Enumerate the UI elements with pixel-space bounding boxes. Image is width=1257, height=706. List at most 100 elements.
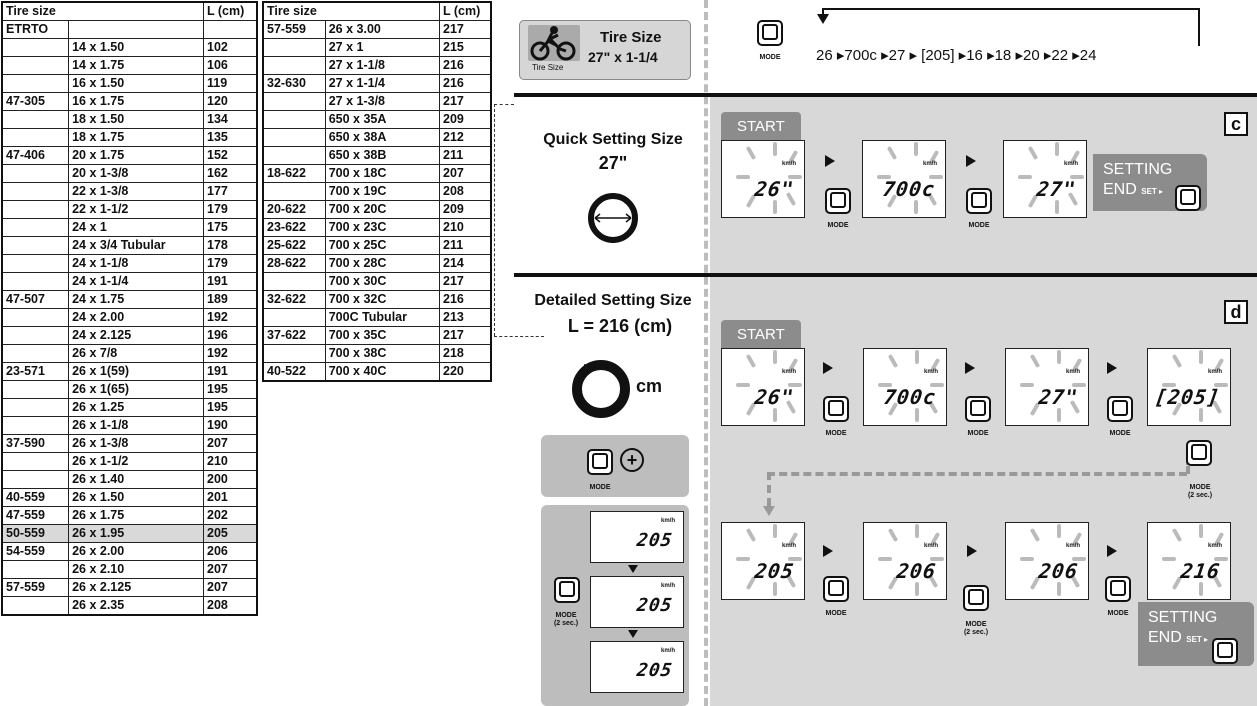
size-cell: 700 x 30C [324,272,441,291]
connector-detailed [494,336,544,337]
etrto-cell: 50-559 [1,524,70,543]
etrto-cell [262,92,326,111]
length-cell [203,20,258,39]
cyclist-icon [528,25,580,61]
length-cell: 217 [439,20,492,39]
mode-label: MODE [968,222,990,229]
blink-ray [1057,524,1061,538]
etrto-cell: 37-590 [1,434,70,453]
speed-unit: km/h [923,543,938,549]
tire-size-value: 27" x 1-1/4 [588,49,658,65]
blink-ray [878,557,892,561]
mode-label: MODE [759,54,781,61]
cm-label: cm [636,376,663,396]
length-cell: 191 [203,272,258,291]
blink-ray [788,557,802,561]
etrto-cell [262,344,326,363]
detailed-value: L = 216 (cm) [567,316,673,336]
etrto-cell [262,56,326,75]
divider-top [514,93,1257,97]
size-cell: 14 x 1.75 [68,56,204,75]
length-cell: 214 [439,254,492,273]
length-cell: 218 [439,344,492,363]
size-cell: 14 x 1.50 [68,38,204,57]
size-cell: 26 x 2.00 [68,542,204,561]
length-cell: 162 [203,164,258,183]
etrto-cell: 47-406 [1,146,70,165]
tire-circumference-icon [572,360,630,418]
blink-ray [1018,175,1032,179]
mode-label: MODE [589,484,611,491]
etrto-cell: 37-622 [262,326,326,345]
mode-label: MODE [1107,610,1129,617]
length-cell: 211 [439,146,492,165]
size-cell: 700C Tubular [324,308,441,327]
length-cell: 196 [203,326,258,345]
mode-button-icon [587,449,613,475]
blink-ray [1029,527,1041,543]
etrto-cell: 54-559 [1,542,70,561]
speed-unit: km/h [1063,161,1078,167]
speed-unit: km/h [781,543,796,549]
size-cell: 26 x 1(65) [68,380,204,399]
return-path [767,472,1187,476]
blink-ray [915,582,919,596]
blink-ray [745,353,757,369]
etrto-cell [1,326,70,345]
sequence-loop-line [822,8,1200,46]
length-cell: 192 [203,308,258,327]
quick-title: Quick Setting Size [543,131,683,148]
length-cell: 220 [439,362,492,382]
etrto-cell [262,272,326,291]
arrow-right-icon [1107,362,1117,374]
blink-ray [1057,408,1061,422]
length-cell: 209 [439,110,492,129]
lcd-digits: 205 [636,530,675,551]
arrow-right-icon [823,545,833,557]
etrto-cell [262,182,326,201]
header-length: L (cm) [439,1,492,21]
speed-unit: km/h [922,161,937,167]
etrto-cell [262,38,326,57]
size-cell: 26 x 7/8 [68,344,204,363]
mode-button-icon [1186,440,1212,466]
blink-ray [773,524,777,538]
lcd-digits: 26" [753,177,796,201]
length-cell: 177 [203,182,258,201]
length-cell: 208 [439,182,492,201]
etrto-cell: 23-571 [1,362,70,381]
mode-button-icon [963,585,989,611]
size-cell: 650 x 38A [324,128,441,147]
size-cell: 27 x 1-1/4 [324,74,441,93]
blink-ray [1070,175,1084,179]
size-cell: 18 x 1.50 [68,110,204,129]
size-cell: 22 x 1-1/2 [68,200,204,219]
mode-label: MODE [1109,430,1131,437]
etrto-cell [1,164,70,183]
mode-button-icon [966,188,992,214]
etrto-cell [262,308,326,327]
blink-ray [773,350,777,364]
mode-label: MODE [825,610,847,617]
divider-middle [514,273,1257,277]
table-row: 26 x 1(65)195 [1,380,258,399]
blink-ray [736,557,750,561]
mode-button-icon [757,20,783,46]
header-length: L (cm) [203,1,258,21]
length-cell: 216 [439,74,492,93]
blink-ray [1214,557,1228,561]
